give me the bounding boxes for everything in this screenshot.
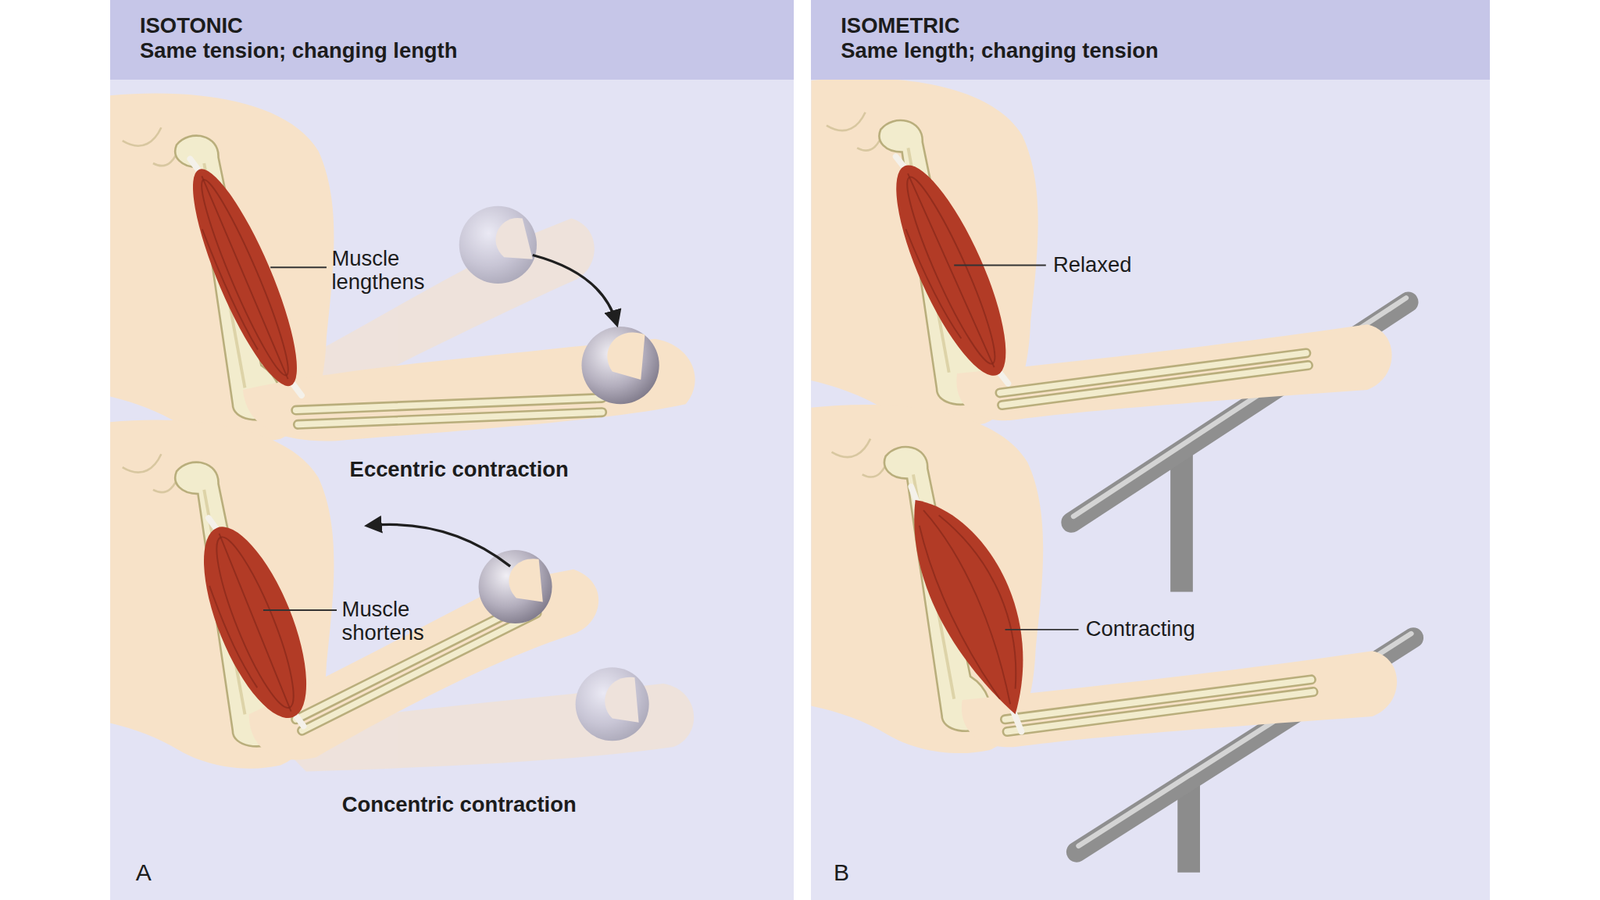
forearm <box>961 650 1397 747</box>
panel-subtitle: Same length; changing tension <box>840 38 1490 64</box>
panel-title: ISOTONIC <box>139 13 794 39</box>
biceps-muscle <box>169 146 321 408</box>
isometric-art <box>810 79 1414 873</box>
forearm-bones <box>296 397 603 425</box>
motion-arrow <box>369 524 511 566</box>
panel-header: ISOMETRICSame length; changing tension <box>810 0 1490 80</box>
muscle-label: Muscle lengthens <box>331 246 465 293</box>
leader-line <box>1005 628 1079 631</box>
biceps-muscle <box>870 142 1032 400</box>
upper-arm <box>110 93 334 443</box>
contraction-caption: Eccentric contraction <box>255 457 664 482</box>
panel-subtitle: Same tension; changing length <box>139 38 794 64</box>
upper-arm <box>810 404 1043 754</box>
isotonic-art <box>110 93 696 772</box>
leader-line <box>953 264 1047 267</box>
leader-line <box>270 266 327 268</box>
forearm <box>956 324 1392 421</box>
ball <box>478 550 553 624</box>
contraction-caption: Concentric contraction <box>255 792 664 817</box>
muscle-label: Muscle shortens <box>342 597 475 644</box>
muscle-label: Contracting <box>1085 617 1311 641</box>
forearm-bones <box>1005 679 1314 733</box>
biceps-muscle <box>910 486 1023 732</box>
muscle-label: Relaxed <box>1053 253 1258 277</box>
fingers <box>607 332 645 380</box>
panel-title: ISOMETRIC <box>840 13 1490 39</box>
motion-arrow <box>532 255 617 323</box>
panel-letter: A <box>135 860 197 886</box>
fingers <box>508 558 543 602</box>
forearm-bones <box>1000 353 1308 406</box>
bar-post <box>1170 453 1193 592</box>
panel-letter: B <box>833 860 895 886</box>
biceps-muscle <box>178 502 333 742</box>
upper-arm <box>810 79 1038 427</box>
ball <box>581 326 659 404</box>
leader-line <box>263 609 337 611</box>
panel-header: ISOTONICSame tension; changing length <box>110 0 794 80</box>
